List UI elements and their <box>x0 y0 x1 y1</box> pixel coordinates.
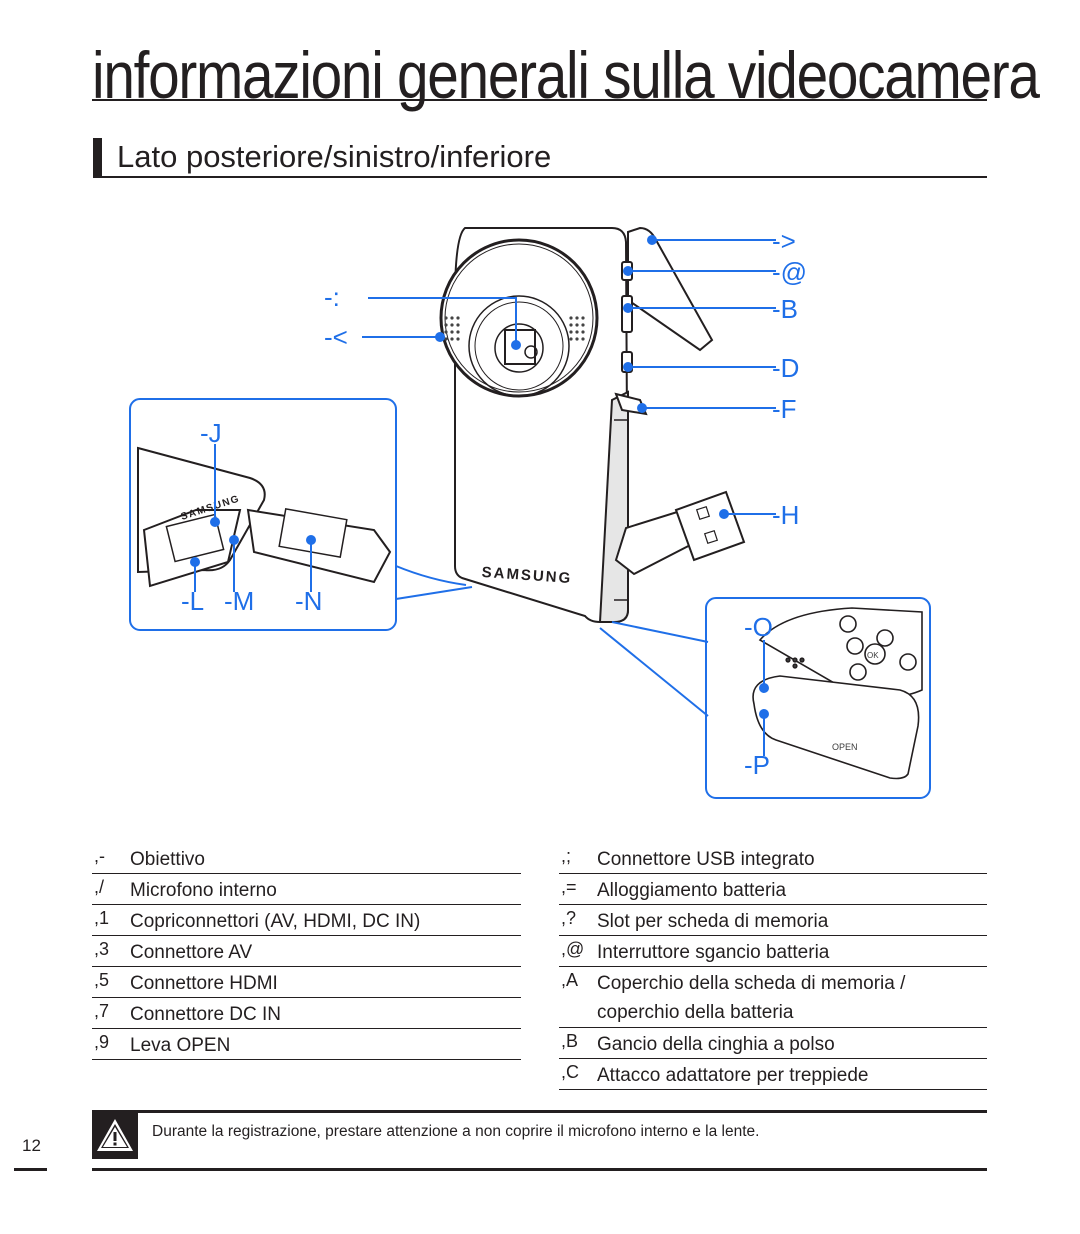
legend-code: ,/ <box>94 877 105 897</box>
page-number: 12 <box>22 1136 41 1155</box>
legend-row: ,? Slot per scheda di memoria <box>559 905 987 936</box>
legend-desc: Obiettivo <box>130 849 205 870</box>
legend-desc: Copriconnettori (AV, HDMI, DC IN) <box>130 911 421 932</box>
callout-open-lever: -F <box>772 394 797 424</box>
callout-battery-release: -J <box>200 418 222 448</box>
inset-bottom-frame <box>705 597 931 799</box>
legend-code: ,; <box>561 846 572 866</box>
section-marker <box>93 138 102 178</box>
legend-desc: Interruttore sgancio batteria <box>597 942 830 963</box>
usb-arm <box>614 490 746 576</box>
callout-leaders <box>194 239 776 756</box>
legend-code: ,? <box>561 908 577 928</box>
ok-button-label: OK <box>867 651 879 660</box>
callout-av: -@ <box>772 257 807 287</box>
legend-desc: Leva OPEN <box>130 1035 231 1056</box>
callout-cover: -N <box>295 586 322 616</box>
legend-code: ,@ <box>561 939 585 959</box>
legend-code: ,- <box>94 846 105 866</box>
caution-note: Durante la registrazione, prestare atten… <box>152 1123 760 1140</box>
connector-cover <box>614 226 714 416</box>
note-top-rule <box>92 1110 987 1113</box>
callout-dots <box>190 235 769 719</box>
legend-code: ,5 <box>94 970 110 990</box>
legend-row: ,5 Connettore HDMI <box>92 967 521 998</box>
title-rule <box>92 99 987 101</box>
legend-desc: Connettore AV <box>130 942 253 963</box>
legend-row: ,1 Copriconnettori (AV, HDMI, DC IN) <box>92 905 521 936</box>
callout-hdmi: -B <box>772 294 798 324</box>
inset-bottom-drawing <box>752 607 923 780</box>
callout-microphone: -< <box>324 322 348 352</box>
open-label: OPEN <box>832 742 858 752</box>
callout-dc-in: -D <box>772 353 799 383</box>
inset-battery-drawing <box>137 446 392 588</box>
legend-desc: Connettore DC IN <box>130 1004 282 1025</box>
page-number-rule <box>14 1168 47 1171</box>
legend-code: ,1 <box>94 908 110 928</box>
legend-code: ,7 <box>94 1001 110 1021</box>
legend-row: ,C Attacco adattatore per treppiede <box>559 1059 987 1090</box>
callout-card-slot: -L <box>181 586 204 616</box>
legend-desc: Coperchio della scheda di memoria / cope… <box>597 973 906 1023</box>
legend-row: ,= Alloggiamento batteria <box>559 874 987 905</box>
legend-row: ,9 Leva OPEN <box>92 1029 521 1060</box>
legend-desc: Connettore HDMI <box>130 973 278 994</box>
camera-body <box>439 227 630 623</box>
legend-code: ,B <box>561 1031 579 1051</box>
callout-usb: -H <box>772 500 799 530</box>
legend-row: ,7 Connettore DC IN <box>92 998 521 1029</box>
camcorder-illustration: SAMSUNG SAMSUNG <box>0 200 1080 820</box>
section-rule <box>93 176 987 178</box>
legend-row: ,3 Connettore AV <box>92 936 521 967</box>
brand-logo: SAMSUNG <box>481 564 573 587</box>
note-bottom-rule <box>92 1168 987 1171</box>
callout-tripod: -P <box>744 750 770 780</box>
callout-usb-cover: -> <box>772 226 796 256</box>
legend-desc: Connettore USB integrato <box>597 849 815 870</box>
callout-lens: -: <box>324 282 340 312</box>
legend-row: ,- Obiettivo <box>92 843 521 874</box>
legend-right: ,; Connettore USB integrato ,= Alloggiamen… <box>559 843 987 1090</box>
legend-row: ,; Connettore USB integrato <box>559 843 987 874</box>
page-title: informazioni generali sulla videocamera <box>92 38 1040 112</box>
legend-code: ,C <box>561 1062 579 1082</box>
legend-left: ,- Obiettivo ,/ Microfono interno ,1 Copric… <box>92 843 521 1060</box>
legend-row: ,B Gancio della cinghia a polso <box>559 1028 987 1059</box>
legend-code: ,= <box>561 877 577 897</box>
legend-desc: Alloggiamento batteria <box>597 880 787 901</box>
legend-code: ,3 <box>94 939 110 959</box>
legend-desc: Gancio della cinghia a polso <box>597 1034 835 1055</box>
legend-desc: Microfono interno <box>130 880 277 901</box>
legend-desc: Slot per scheda di memoria <box>597 911 829 932</box>
inset-pointer-curve <box>395 565 467 586</box>
inset-bottom-pointer <box>599 627 709 717</box>
inset-battery-frame <box>129 398 397 631</box>
callout-battery-slot: -M <box>224 586 254 616</box>
inset-pointer-line <box>395 586 473 600</box>
legend-code: ,9 <box>94 1032 110 1052</box>
legend-desc: Attacco adattatore per treppiede <box>597 1065 869 1086</box>
legend-row: ,@ Interruttore sgancio batteria <box>559 936 987 967</box>
callout-strap-hook: -O <box>744 612 773 642</box>
inset-bottom-pointer-2 <box>611 621 709 643</box>
legend-row: ,A Coperchio della scheda di memoria / co… <box>559 967 987 1028</box>
legend-row: ,/ Microfono interno <box>92 874 521 905</box>
microphone-grille <box>444 316 585 341</box>
warning-icon <box>92 1113 138 1159</box>
legend-code: ,A <box>561 970 579 990</box>
section-heading: Lato posteriore/sinistro/inferiore <box>117 139 552 174</box>
